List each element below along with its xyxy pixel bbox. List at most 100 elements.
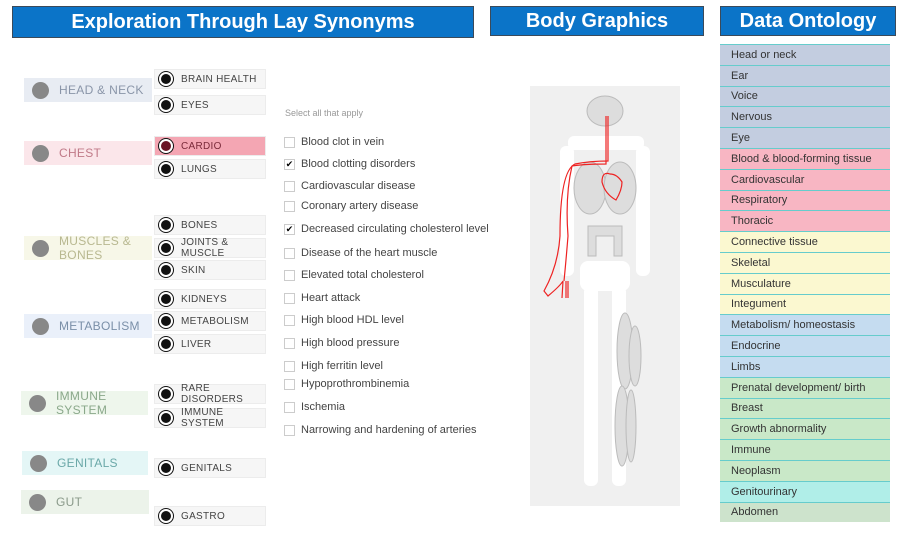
ontology-item[interactable]: Abdomen <box>720 501 890 523</box>
checkbox[interactable] <box>284 378 295 390</box>
category-head-neck[interactable]: HEAD & NECK <box>24 78 152 102</box>
subcategory-skin[interactable]: SKIN <box>154 260 266 280</box>
ontology-item[interactable]: Respiratory <box>720 189 890 211</box>
checkbox[interactable] <box>284 292 295 304</box>
checkbox-label: Cardiovascular disease <box>301 180 416 192</box>
ontology-item[interactable]: Prenatal development/ birth <box>720 376 890 398</box>
checkbox[interactable] <box>284 337 295 349</box>
category-muscles-bones[interactable]: MUSCLES & BONES <box>24 234 152 262</box>
ontology-item[interactable]: Immune <box>720 439 890 460</box>
checkbox-item[interactable]: High ferritin level <box>284 360 383 372</box>
body-graphic[interactable] <box>530 86 680 506</box>
checkbox-item[interactable]: Blood clot in vein <box>284 136 384 148</box>
checkbox-item[interactable]: ✔ Blood clotting disorders <box>284 158 415 170</box>
immune-icon <box>29 394 46 412</box>
ontology-item[interactable]: Neoplasm <box>720 459 890 481</box>
subcategory-liver[interactable]: LIVER <box>154 334 266 354</box>
subcategory-cardio[interactable]: CARDIO <box>154 136 266 156</box>
checkbox[interactable] <box>284 247 295 259</box>
ontology-label: Integument <box>731 298 787 311</box>
category-label: HEAD & NECK <box>59 83 144 97</box>
checkbox[interactable] <box>284 269 295 281</box>
subcategory-label: GENITALS <box>181 462 233 474</box>
ontology-item[interactable]: Connective tissue <box>720 231 890 252</box>
ontology-label: Neoplasm <box>731 464 781 477</box>
ontology-item[interactable]: Skeletal <box>720 251 890 273</box>
genitals-icon <box>30 454 47 472</box>
ontology-item[interactable]: Limbs <box>720 355 890 377</box>
ontology-item[interactable]: Blood & blood-forming tissue <box>720 147 890 169</box>
ontology-label: Limbs <box>731 360 761 373</box>
checkbox-item[interactable]: Disease of the heart muscle <box>284 247 437 259</box>
ontology-item[interactable]: Thoracic <box>720 210 890 232</box>
subcategory-icon <box>159 461 173 475</box>
checkbox[interactable] <box>284 360 295 372</box>
subcategory-icon <box>159 337 173 351</box>
checkbox[interactable] <box>284 401 295 413</box>
subcategory-genitals[interactable]: GENITALS <box>154 458 266 478</box>
ontology-label: Prenatal development/ birth <box>731 381 866 394</box>
checkbox-item[interactable]: ✔Decreased circulating cholesterol level <box>284 223 489 235</box>
subcategory-icon <box>159 72 173 86</box>
category-label: IMMUNE SYSTEM <box>56 389 108 417</box>
ontology-item[interactable]: Head or neck <box>720 44 890 65</box>
ontology-item[interactable]: Cardiovascular <box>720 168 890 190</box>
checkbox-item[interactable]: Elevated total cholesterol <box>284 269 424 281</box>
ontology-item[interactable]: Eye <box>720 127 890 148</box>
checkbox-item[interactable]: High blood HDL level <box>284 314 404 326</box>
category-gut[interactable]: GUT <box>21 490 149 514</box>
subcategory-immune-system[interactable]: IMMUNE SYSTEM <box>154 407 266 429</box>
ontology-item[interactable]: Genitourinary <box>720 480 890 502</box>
subcategory-lungs[interactable]: LUNGS <box>154 159 266 179</box>
ontology-item[interactable]: Musculature <box>720 272 890 294</box>
ontology-item[interactable]: Endocrine <box>720 335 890 356</box>
category-label: GUT <box>56 495 83 509</box>
checkbox-label: High blood HDL level <box>301 314 404 326</box>
select-hint: Select all that apply <box>285 108 364 118</box>
ontology-item[interactable]: Metabolism/ homeostasis <box>720 314 890 336</box>
checkbox-label: Blood clotting disorders <box>301 158 416 170</box>
subcategory-bones[interactable]: BONES <box>154 215 266 235</box>
category-immune-system[interactable]: IMMUNE SYSTEM <box>21 389 148 417</box>
category-label: METABOLISM <box>59 319 140 333</box>
checkbox-item[interactable]: Heart attack <box>284 292 360 304</box>
subcategory-eyes[interactable]: EYES <box>154 95 266 115</box>
brain <box>586 95 624 127</box>
checkbox-item[interactable]: Narrowing and hardening of arteries <box>284 424 477 436</box>
checkbox-item[interactable]: Ischemia <box>284 401 345 413</box>
subcategory-gastro[interactable]: GASTRO <box>154 506 266 526</box>
checkbox[interactable] <box>284 314 295 326</box>
checkbox-label: Elevated total cholesterol <box>301 269 424 281</box>
lungs-icon <box>32 144 49 162</box>
checkbox[interactable]: ✔ <box>284 158 295 170</box>
ontology-item[interactable]: Nervous <box>720 106 890 128</box>
ontology-label: Thoracic <box>731 215 774 228</box>
checkbox[interactable]: ✔ <box>284 223 295 235</box>
checkbox[interactable] <box>284 136 295 148</box>
category-metabolism[interactable]: METABOLISM <box>24 314 152 338</box>
checkbox-item[interactable]: Coronary artery disease <box>284 200 418 212</box>
subcategory-joints-muscle[interactable]: JOINTS & MUSCLE <box>154 237 266 259</box>
ontology-item[interactable]: Growth abnormality <box>720 418 890 440</box>
checkbox[interactable] <box>284 180 295 192</box>
checkbox-item[interactable]: Hypoprothrombinemia <box>284 378 409 390</box>
ontology-item[interactable]: Integument <box>720 293 890 315</box>
subcategory-icon <box>159 241 173 255</box>
checkbox-item[interactable]: High blood pressure <box>284 337 399 349</box>
subcategory-rare-disorders[interactable]: RARE DISORDERS <box>154 383 266 405</box>
ontology-item[interactable]: Voice <box>720 85 890 107</box>
checkbox[interactable] <box>284 424 295 436</box>
subcategory-metabolism[interactable]: METABOLISM <box>154 311 266 331</box>
checkbox-item[interactable]: Cardiovascular disease <box>284 180 415 192</box>
ontology-item[interactable]: Breast <box>720 397 890 419</box>
ontology-label: Cardiovascular <box>731 173 805 186</box>
head-icon <box>32 81 49 99</box>
checkbox[interactable] <box>284 200 295 212</box>
category-genitals[interactable]: GENITALS <box>22 451 148 475</box>
checkbox-label: Disease of the heart muscle <box>301 247 438 259</box>
category-chest[interactable]: CHEST <box>24 141 152 165</box>
subcategory-kidneys[interactable]: KIDNEYS <box>154 289 266 309</box>
subcategory-brain-health[interactable]: BRAIN HEALTH <box>154 69 266 89</box>
ontology-label: Metabolism/ homeostasis <box>731 319 856 332</box>
ontology-item[interactable]: Ear <box>720 64 890 86</box>
